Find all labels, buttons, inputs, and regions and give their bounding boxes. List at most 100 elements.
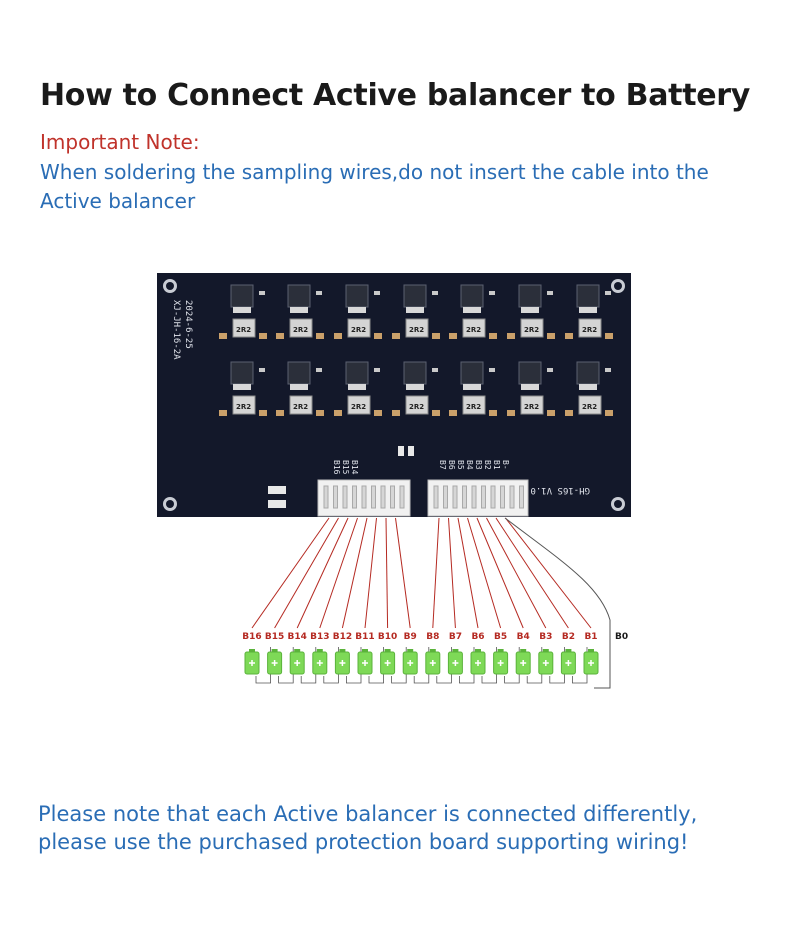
cell-label: B13 (310, 632, 329, 642)
sampling-wire (296, 517, 349, 629)
inductor-chip (405, 395, 429, 415)
board-version-text: GH-16S V1.0 (530, 485, 590, 495)
inductor-label: 2R2 (524, 326, 539, 334)
battery-cell (515, 649, 531, 675)
important-note-heading: Important Note: (40, 130, 200, 154)
battery-cell (470, 649, 486, 675)
page-title: How to Connect Active balancer to Batter… (39, 78, 751, 113)
connector-silk-label: B14 (350, 460, 359, 475)
sampling-wire (274, 517, 339, 629)
inductor-chip (289, 395, 313, 415)
inductor-label: 2R2 (351, 403, 366, 411)
connector-pin (462, 485, 467, 509)
battery-cell (267, 649, 283, 675)
cell-label: B9 (404, 632, 417, 642)
battery-cell (447, 649, 463, 675)
inductor-chip (520, 395, 544, 415)
connector-silk-label: B16 (332, 460, 341, 475)
connector-pin (399, 485, 405, 509)
battery-cell (425, 649, 441, 675)
connector-pin (481, 485, 486, 509)
sampling-wire (495, 517, 569, 629)
cell-label: B15 (265, 632, 284, 642)
inductor-label: 2R2 (582, 326, 597, 334)
connector-silk-label: B2 (483, 460, 492, 470)
connector-pin (361, 485, 367, 509)
cell-label: B16 (242, 632, 261, 642)
connector-pin (380, 485, 386, 509)
sampling-wire (341, 517, 368, 629)
inductor-chip (462, 318, 486, 338)
inductor-chip (578, 395, 602, 415)
cell-label: B6 (471, 632, 484, 642)
connector-silk-label: B5 (456, 460, 465, 470)
inductor-label: 2R2 (293, 403, 308, 411)
connector-pin (323, 485, 329, 509)
balancer-module: 2R2 (392, 361, 440, 416)
balancer-module: 2R2 (219, 361, 267, 416)
sampling-wire (457, 517, 479, 629)
connector-pin (500, 485, 505, 509)
sampling-wire (395, 517, 411, 629)
right-connector (427, 479, 529, 517)
connector-pin (371, 485, 376, 509)
connector-pin (490, 485, 496, 509)
sampling-wire (476, 517, 524, 629)
balancer-module: 2R2 (219, 284, 267, 339)
inductor-chip (405, 318, 429, 338)
cell-label: B2 (562, 632, 575, 642)
sampling-wire (251, 517, 330, 629)
cell-label: B11 (355, 632, 374, 642)
sampling-wire (364, 517, 377, 629)
inductor-label: 2R2 (293, 326, 308, 334)
connector-pin (509, 485, 515, 509)
cell-label: B8 (426, 632, 439, 642)
board-model-text: XJ-JH-16-2A (171, 300, 181, 360)
connector-pin (433, 485, 439, 509)
inductor-chip (289, 318, 313, 338)
battery-cell (289, 649, 305, 675)
cell-label: B1 (584, 632, 597, 642)
mounting-holes (163, 279, 625, 511)
connector-pin (519, 485, 524, 509)
inductor-label: 2R2 (524, 403, 539, 411)
connector-silk-label: B4 (465, 460, 474, 470)
inductor-chip (520, 318, 544, 338)
connector-silk-label: B15 (341, 460, 350, 475)
connector-silk-label: B- (501, 460, 510, 470)
connector-pin (352, 485, 357, 509)
cell-label: B7 (449, 632, 462, 642)
balancer-module: 2R2 (276, 361, 324, 416)
inductor-chip (462, 395, 486, 415)
battery-cell (312, 649, 328, 675)
battery-cell (357, 649, 373, 675)
battery-cell (560, 649, 576, 675)
connector-silk-label: B7 (438, 460, 447, 470)
battery-cell (244, 649, 260, 675)
sampling-wire (432, 517, 440, 629)
inductor-label: 2R2 (351, 326, 366, 334)
inductor-chip (347, 318, 371, 338)
inductor-chip (232, 395, 256, 415)
connector-pin (390, 485, 395, 509)
balancer-module: 2R2 (334, 361, 382, 416)
inductor-label: 2R2 (236, 326, 251, 334)
connector-pin (342, 485, 348, 509)
connector-silk-label: B3 (474, 460, 483, 470)
balancer-module: 2R2 (392, 284, 440, 339)
battery-cell (538, 649, 554, 675)
connector-pin (452, 485, 458, 509)
connector-pin (333, 485, 338, 509)
battery-cell (493, 649, 509, 675)
board-date-text: 2024-6-25 (183, 300, 193, 349)
inductor-label: 2R2 (466, 326, 481, 334)
battery-cell (334, 649, 350, 675)
sampling-wire (448, 517, 456, 629)
inductor-label: 2R2 (236, 403, 251, 411)
sampling-wire (467, 517, 502, 629)
inductor-label: 2R2 (409, 326, 424, 334)
cell-label: B3 (539, 632, 552, 642)
inductor-chip (578, 318, 602, 338)
